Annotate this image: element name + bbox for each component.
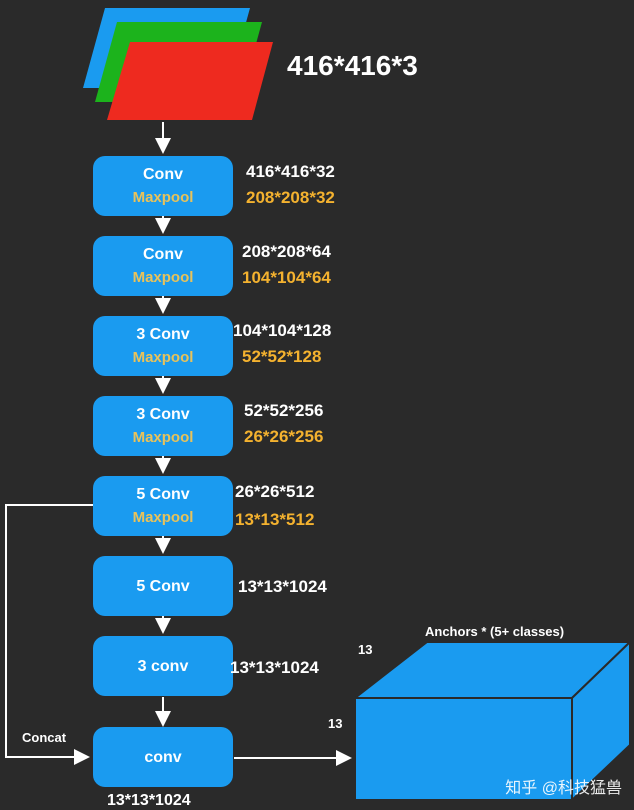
block-8-out: 13*13*1024	[107, 792, 191, 809]
watermark: 知乎 @科技猛兽	[505, 780, 622, 797]
output-dim-b: 13	[328, 716, 343, 731]
block-7-out: 13*13*1024	[230, 658, 319, 677]
block-op: 5 Conv	[136, 577, 190, 595]
conv-block-6: 5 Conv	[93, 556, 233, 616]
block-1-out: 416*416*32	[246, 162, 335, 181]
block-pool: Maxpool	[132, 429, 194, 446]
block-5-pool-out: 13*13*512	[235, 510, 315, 529]
block-op: 3 Conv	[136, 326, 190, 343]
block-4-pool-out: 26*26*256	[244, 427, 324, 446]
block-op: Conv	[143, 166, 183, 183]
conv-block-4: 3 Conv Maxpool	[93, 396, 233, 456]
block-pool: Maxpool	[132, 509, 194, 526]
block-op: Conv	[143, 246, 183, 263]
block-pool: Maxpool	[132, 189, 194, 206]
conv-block-7: 3 conv	[93, 636, 233, 696]
block-1-pool-out: 208*208*32	[246, 188, 335, 207]
conv-block-8: conv	[93, 727, 233, 787]
input-channel-red	[107, 42, 273, 120]
concat-label: Concat	[22, 730, 67, 745]
conv-block-3: 3 Conv Maxpool	[93, 316, 233, 376]
block-pool: Maxpool	[132, 269, 194, 286]
block-op: conv	[144, 748, 182, 766]
block-5-out: 26*26*512	[235, 482, 315, 501]
block-op: 3 Conv	[136, 406, 190, 423]
input-dims: 416*416*3	[287, 50, 418, 81]
block-4-out: 52*52*256	[244, 401, 324, 420]
output-title: Anchors * (5+ classes)	[425, 624, 565, 639]
block-2-pool-out: 104*104*64	[242, 268, 331, 287]
block-2-out: 208*208*64	[242, 242, 331, 261]
concat-line	[5, 504, 93, 765]
output-dim-a: 13	[358, 642, 373, 657]
block-3-pool-out: 52*52*128	[242, 347, 322, 366]
block-op: 3 conv	[137, 657, 189, 675]
conv-block-1: Conv Maxpool	[93, 156, 233, 216]
block-3-out: 104*104*128	[233, 321, 332, 340]
conv-block-2: Conv Maxpool	[93, 236, 233, 296]
block-pool: Maxpool	[132, 349, 194, 366]
conv-block-5: 5 Conv Maxpool	[93, 476, 233, 536]
output-cube-front	[354, 697, 573, 801]
block-6-out: 13*13*1024	[238, 577, 327, 596]
block-op: 5 Conv	[136, 486, 190, 503]
